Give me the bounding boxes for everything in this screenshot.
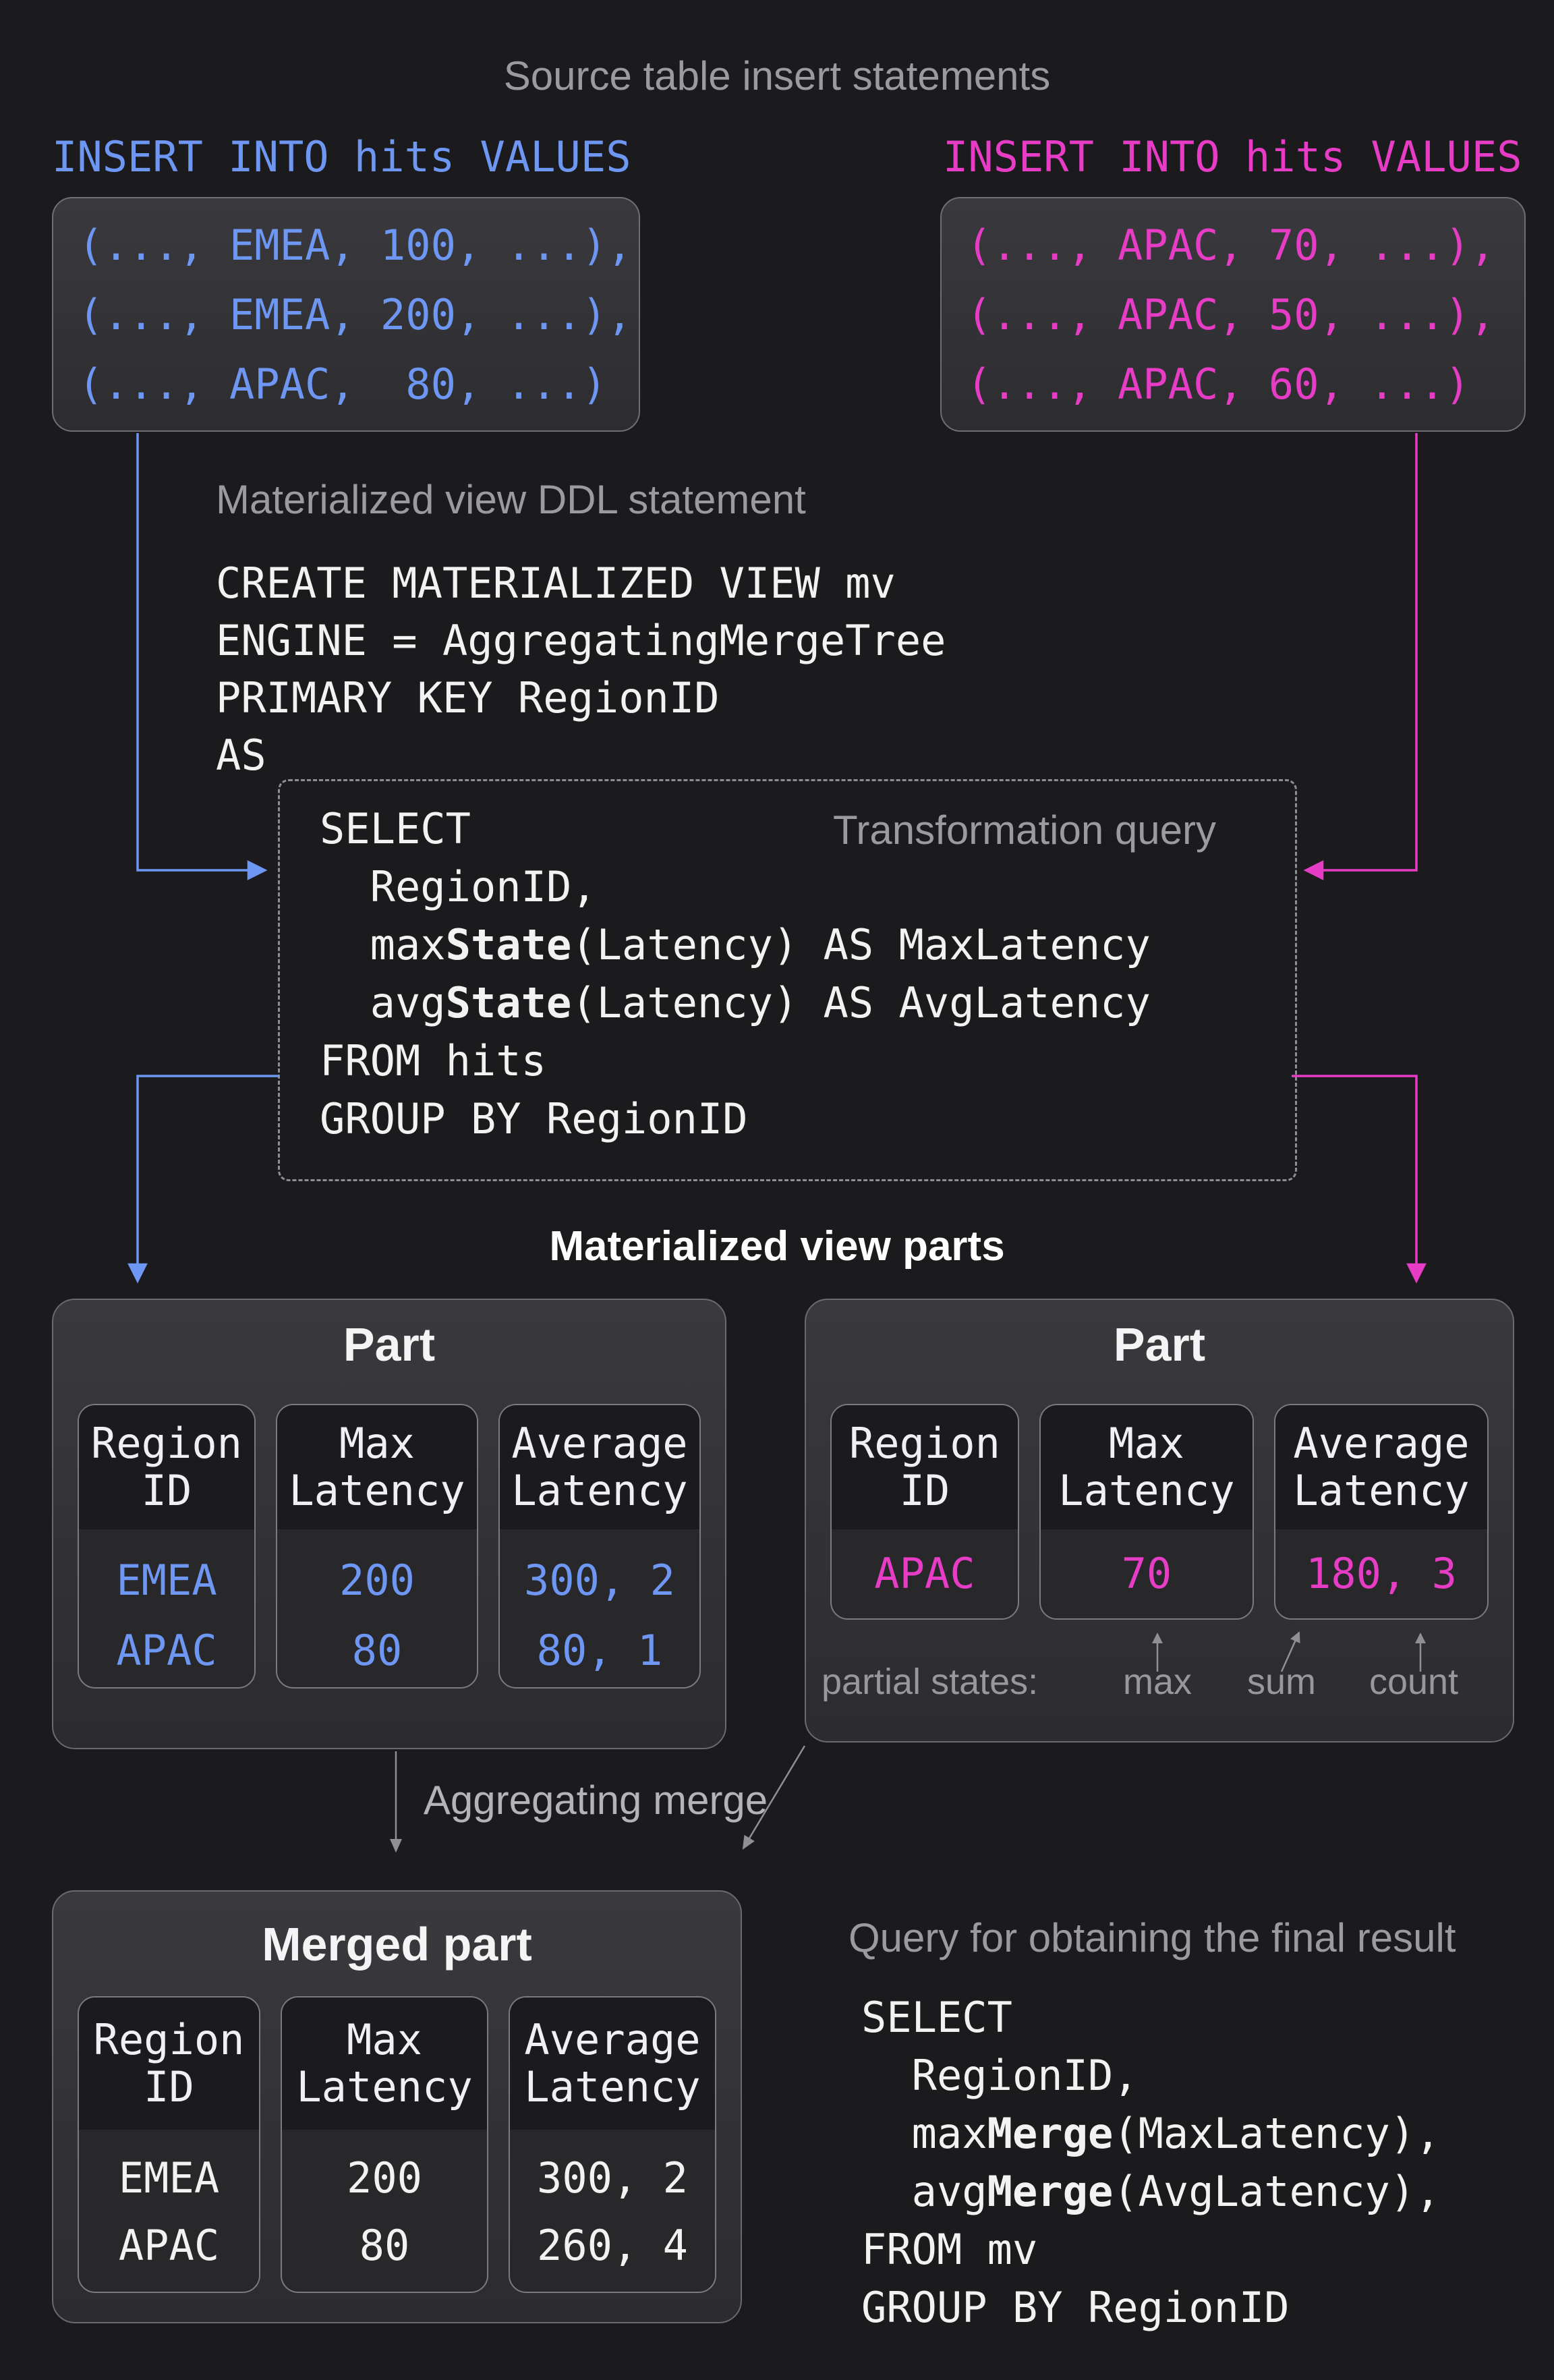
code-line: RegionID, xyxy=(320,862,597,911)
code-line: maxMerge(MaxLatency), xyxy=(861,2109,1441,2158)
code-line: (..., APAC, 60, ...) xyxy=(967,359,1470,409)
code-line: GROUP BY RegionID xyxy=(861,2283,1290,2332)
cell-value: APAC xyxy=(874,1549,975,1598)
code-line: SELECT xyxy=(861,1993,1012,2042)
code-line: avgState(Latency) AS AvgLatency xyxy=(320,978,1151,1027)
part-title: Part xyxy=(343,1318,436,1371)
code-line: ENGINE = AggregatingMergeTree xyxy=(216,616,946,665)
cell-value: 80 xyxy=(359,2221,410,2270)
aggregating-merge-label: Aggregating merge xyxy=(423,1778,768,1823)
merged-part-title: Merged part xyxy=(262,1918,532,1971)
column-values: 300, 2 80, 1 xyxy=(500,1529,699,1687)
cell-value: 300, 2 xyxy=(537,2153,688,2203)
code-line: PRIMARY KEY RegionID xyxy=(216,673,720,722)
insert-left-label: INSERT INTO hits VALUES xyxy=(52,132,631,181)
pink-insert-to-query-arrow xyxy=(1303,433,1418,880)
code-line: AS xyxy=(216,731,266,780)
part-title: Part xyxy=(1113,1318,1206,1371)
parts-heading: Materialized view parts xyxy=(549,1223,1005,1270)
column-values: 70 xyxy=(1041,1529,1253,1618)
partial-state-tag-count: count xyxy=(1369,1662,1459,1702)
cell-value: APAC xyxy=(118,2221,220,2270)
ddl-heading: Materialized view DDL statement xyxy=(216,477,806,522)
cell-value: APAC xyxy=(116,1626,217,1675)
partial-state-tag-max: max xyxy=(1122,1662,1192,1702)
partial-state-tag-sum: sum xyxy=(1246,1662,1317,1702)
cell-value: EMEA xyxy=(118,2153,220,2203)
column-values: EMEA APAC xyxy=(79,1529,254,1687)
code-line: maxState(Latency) AS MaxLatency xyxy=(320,920,1151,969)
cell-value: 80 xyxy=(351,1626,403,1675)
code-line: (..., APAC, 80, ...) xyxy=(78,359,607,409)
transformation-query-box xyxy=(278,779,1297,1181)
insert-right-label: INSERT INTO hits VALUES xyxy=(943,132,1522,181)
column-values: EMEA APAC xyxy=(79,2130,259,2292)
column-values: 180, 3 xyxy=(1275,1529,1487,1618)
partial-states-label: partial states: xyxy=(822,1662,1039,1702)
code-line: GROUP BY RegionID xyxy=(320,1094,748,1143)
column-values: APAC xyxy=(832,1529,1018,1618)
final-query-heading: Query for obtaining the final result xyxy=(848,1915,1456,1960)
cell-value: 80, 1 xyxy=(536,1626,663,1675)
code-line: FROM mv xyxy=(861,2225,1038,2274)
code-line: SELECT xyxy=(320,804,471,853)
transformation-query-code: SELECT RegionID, maxState(Latency) AS Ma… xyxy=(320,800,1151,1148)
source-heading: Source table insert statements xyxy=(503,53,1051,98)
insert-left-box: (..., EMEA, 100, ...), (..., EMEA, 200, .… xyxy=(52,197,640,432)
code-line: (..., EMEA, 100, ...), xyxy=(78,220,633,270)
ddl-code: CREATE MATERIALIZED VIEW mv ENGINE = Aggr… xyxy=(216,555,946,784)
column-values: 300, 2 260, 4 xyxy=(510,2130,715,2292)
cell-value: 200 xyxy=(339,1556,415,1605)
cell-value: 180, 3 xyxy=(1305,1549,1457,1598)
code-line: (..., APAC, 50, ...), xyxy=(967,289,1495,339)
cell-value: 70 xyxy=(1121,1549,1172,1598)
cell-value: 260, 4 xyxy=(537,2221,688,2270)
code-line: FROM hits xyxy=(320,1036,546,1085)
code-line: avgMerge(AvgLatency), xyxy=(861,2167,1441,2216)
code-line: (..., EMEA, 200, ...), xyxy=(78,289,633,339)
code-line: (..., APAC, 70, ...), xyxy=(967,220,1495,270)
cell-value: 200 xyxy=(347,2153,422,2203)
code-line: RegionID, xyxy=(861,2051,1139,2100)
transformation-query-label: Transformation query xyxy=(833,808,1217,853)
code-line: CREATE MATERIALIZED VIEW mv xyxy=(216,559,896,608)
insert-right-box: (..., APAC, 70, ...), (..., APAC, 50, ...… xyxy=(940,197,1526,432)
final-query-code: SELECT RegionID, maxMerge(MaxLatency), a… xyxy=(861,1989,1441,2337)
cell-value: EMEA xyxy=(116,1556,217,1605)
cell-value: 300, 2 xyxy=(524,1556,675,1605)
